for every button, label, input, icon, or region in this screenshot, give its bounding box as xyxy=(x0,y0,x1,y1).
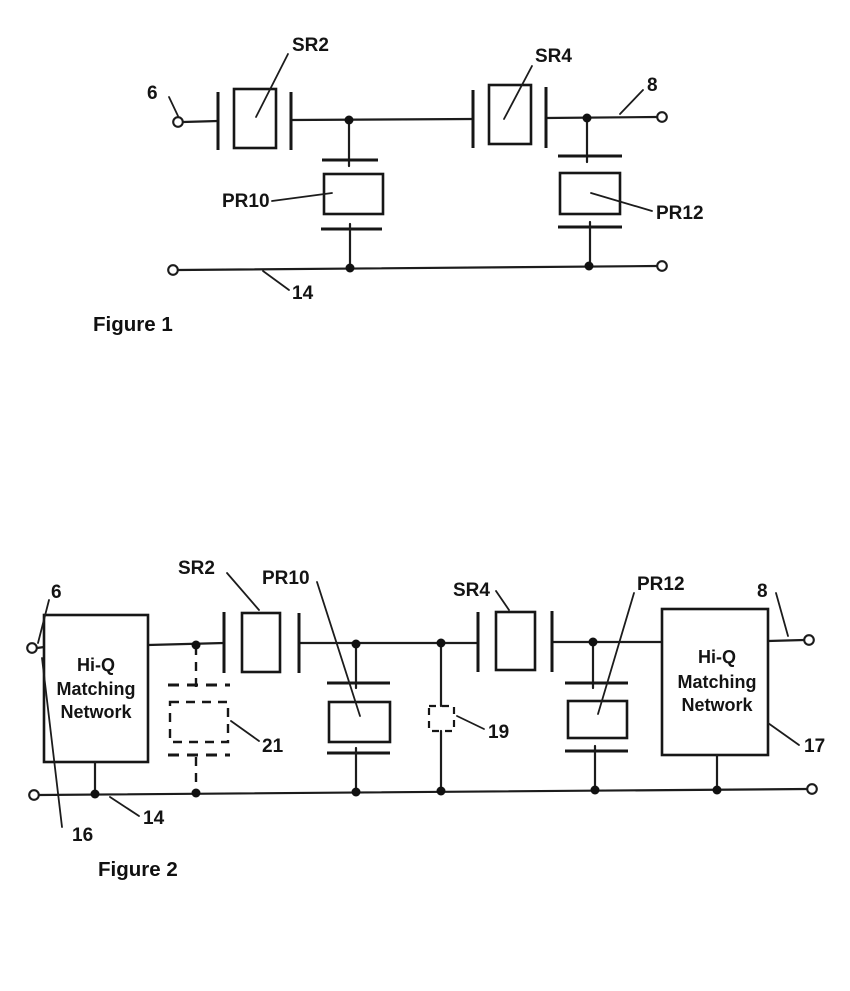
fig2-node-ground-3 xyxy=(351,787,361,797)
fig2-dashed-resonator-21 xyxy=(168,646,230,792)
fig1-leader-sr2 xyxy=(255,53,289,118)
figure-2: Hi-Q Matching Network xyxy=(26,558,825,881)
fig1-label-sr2: SR2 xyxy=(292,35,329,56)
fig2-label-17: 17 xyxy=(804,736,825,757)
fig2-output-terminal-circle xyxy=(803,634,815,646)
fig2-node-ground-4 xyxy=(436,786,446,796)
fig2-dashed-capacitor-19 xyxy=(427,641,456,793)
fig1-series-resonator-sr2 xyxy=(216,87,293,150)
fig2-leader-pr10 xyxy=(316,581,361,717)
fig2-label-19: 19 xyxy=(488,722,509,743)
fig2-node-top-2 xyxy=(351,639,361,649)
matching-network-right-line2: Matching xyxy=(678,672,757,692)
fig1-input-stub-wire xyxy=(181,119,220,124)
fig1-output-wire xyxy=(544,115,659,120)
pr12-body-rect xyxy=(558,171,622,216)
matching-network-left-line2: Matching xyxy=(57,679,136,699)
fig1-node-ground-left xyxy=(345,263,355,273)
fig1-label-sr4: SR4 xyxy=(535,46,572,67)
fig1-label-8: 8 xyxy=(647,75,658,96)
fig2-node-ground-2 xyxy=(191,788,201,798)
fig2-label-16: 16 xyxy=(72,825,93,846)
fig1-label-6: 6 xyxy=(147,83,158,104)
fig1-leader-6 xyxy=(168,96,179,117)
fig2-node-top-1 xyxy=(191,640,201,650)
matching-network-right-line1: Hi-Q xyxy=(698,647,736,667)
fig2-leader-14 xyxy=(109,796,140,817)
fig2-label-8: 8 xyxy=(757,581,768,602)
fig1-leader-pr10 xyxy=(271,192,333,202)
fig2-label-sr2: SR2 xyxy=(178,558,215,579)
fig1-label-pr10: PR10 xyxy=(222,191,270,212)
fig2-node-top-4 xyxy=(588,637,598,647)
sr2-body-rect xyxy=(232,87,278,150)
fig1-leader-14 xyxy=(262,270,290,291)
fig2-input-terminal-circle xyxy=(26,642,38,654)
fig1-leader-sr4 xyxy=(503,65,533,120)
pr10-body-rect xyxy=(322,172,385,216)
fig2-ground-left-terminal-circle xyxy=(28,789,40,801)
fig1-node-top-left xyxy=(344,115,354,125)
fig1-label-pr12: PR12 xyxy=(656,203,704,224)
fig2-parallel-resonator-pr12 xyxy=(565,640,629,792)
fig1-output-terminal-circle xyxy=(656,111,668,123)
fig2-matching-network-right: Hi-Q Matching Network xyxy=(660,607,770,792)
fig2-node-ground-6 xyxy=(712,785,722,795)
fig2-leader-sr2 xyxy=(226,572,260,611)
fig2-ground-line xyxy=(37,787,809,797)
fig2-series-resonator-sr2 xyxy=(222,611,301,674)
fig2-series-resonator-sr4 xyxy=(476,610,554,672)
fig2-label-pr12: PR12 xyxy=(637,574,685,595)
fig2-parallel-resonator-pr10 xyxy=(327,642,392,794)
fig1-parallel-resonator-pr12 xyxy=(558,116,622,269)
fig1-node-top-right xyxy=(582,113,592,123)
fig1-leader-pr12 xyxy=(590,192,653,212)
fig2-leader-6 xyxy=(37,599,50,644)
fig2-leader-pr12 xyxy=(597,592,635,715)
fig1-input-terminal-circle xyxy=(172,116,184,128)
dashed-resonator-body-rect xyxy=(168,700,230,744)
fig2-matching-network-left: Hi-Q Matching Network xyxy=(42,613,150,795)
fig2-leader-16 xyxy=(41,657,63,828)
fig1-ground-line xyxy=(176,264,659,272)
matching-network-left-line1: Hi-Q xyxy=(77,655,115,675)
fig1-label-14: 14 xyxy=(292,283,314,304)
figure-1-caption: Figure 1 xyxy=(93,313,173,336)
fig1-node-ground-right xyxy=(584,261,594,271)
fig2-sr2-body-rect xyxy=(240,611,282,674)
matching-network-right-line3: Network xyxy=(681,695,753,715)
fig2-pr10-body-rect xyxy=(327,700,392,744)
fig2-node-ground-1 xyxy=(90,789,100,799)
fig2-sr4-body-rect xyxy=(494,610,537,672)
fig1-ground-right-terminal-circle xyxy=(656,260,668,272)
fig2-leader-21 xyxy=(230,720,260,742)
fig1-series-resonator-sr4 xyxy=(471,83,548,148)
fig2-label-14: 14 xyxy=(143,808,165,829)
fig2-leader-8 xyxy=(775,592,789,637)
fig2-node-ground-5 xyxy=(590,785,600,795)
fig1-mid-wire xyxy=(289,117,475,122)
fig2-ground-right-terminal-circle xyxy=(806,783,818,795)
fig2-leader-17 xyxy=(767,722,800,746)
fig2-label-sr4: SR4 xyxy=(453,580,490,601)
dashed-capacitor-box xyxy=(427,704,456,733)
fig2-label-6: 6 xyxy=(51,582,62,603)
sr4-body-rect xyxy=(487,83,533,146)
figure-2-caption: Figure 2 xyxy=(98,858,178,881)
fig2-wire-box-to-sr2 xyxy=(146,641,226,647)
figure-1: 6 SR2 SR4 8 PR10 PR12 14 Figure 1 xyxy=(93,35,704,336)
fig2-label-21: 21 xyxy=(262,736,284,757)
fig2-leader-19 xyxy=(456,715,485,730)
matching-network-left-line3: Network xyxy=(60,702,132,722)
fig2-label-pr10: PR10 xyxy=(262,568,310,589)
fig1-leader-8 xyxy=(619,89,644,115)
fig2-leader-sr4 xyxy=(495,590,510,611)
fig2-output-wire xyxy=(766,638,806,643)
matching-network-right-box xyxy=(660,607,770,757)
fig1-ground-left-terminal-circle xyxy=(167,264,179,276)
fig2-pr12-body-rect xyxy=(566,699,629,740)
fig2-node-top-3 xyxy=(436,638,446,648)
